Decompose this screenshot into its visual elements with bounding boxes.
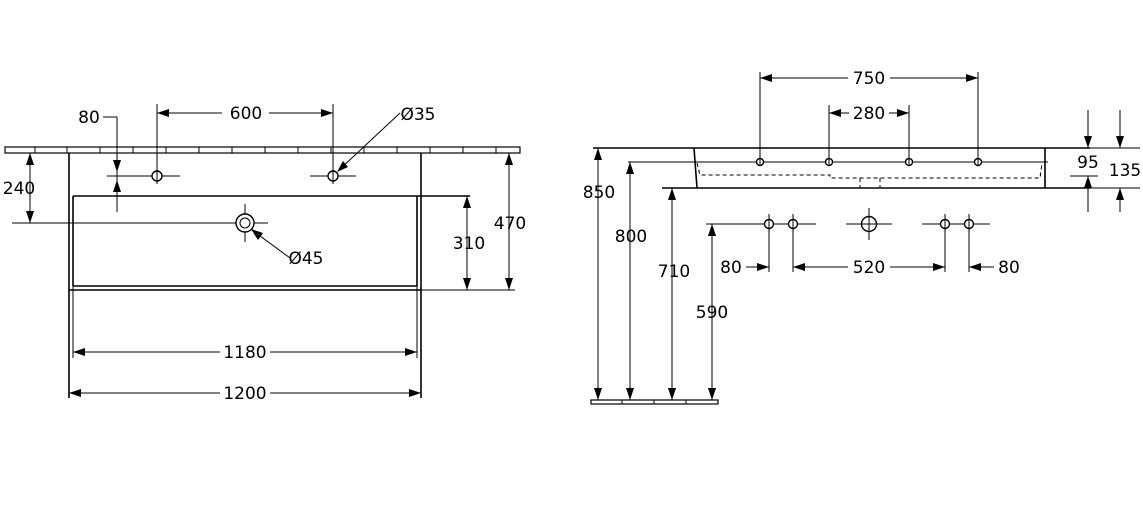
label-fixing-right: 80 <box>998 258 1020 278</box>
label-overall-height: 470 <box>494 214 526 234</box>
waste-hole <box>12 204 268 242</box>
dim-outer-tap-spacing: 750 <box>759 69 979 158</box>
label-overall-width: 1200 <box>223 384 266 404</box>
label-underside-height: 710 <box>658 262 690 282</box>
dim-inner-tap-spacing: 280 <box>828 104 910 158</box>
side-view: 750 280 95 135 <box>583 69 1141 405</box>
label-tap-hole: Ø35 <box>400 105 435 125</box>
label-under-rim-height: 800 <box>615 227 647 247</box>
wall-strip <box>4 146 521 154</box>
dim-tap-hole: Ø35 <box>337 105 436 172</box>
label-top-height: 850 <box>583 183 615 203</box>
label-fixing-middle: 520 <box>853 258 885 278</box>
tap-holes-profile <box>755 157 983 167</box>
tap-hole-left <box>107 168 180 184</box>
dim-inner-width: 1180 <box>72 286 418 363</box>
label-tap-spacing: 600 <box>230 104 262 124</box>
fixing-points <box>706 208 990 240</box>
tap-hole-right <box>310 168 356 184</box>
label-outer-tap-spacing: 750 <box>853 69 885 89</box>
label-bowl-depth: 310 <box>453 234 485 254</box>
dim-overall-width: 1200 <box>69 384 421 404</box>
front-view: 600 80 Ø35 Ø45 240 <box>3 104 526 404</box>
label-waste-hole: Ø45 <box>288 249 323 269</box>
label-inner-width: 1180 <box>223 343 266 363</box>
dim-fixing-spacing: 80 520 80 <box>720 232 1020 278</box>
dim-total-thickness: 135 <box>1090 110 1141 212</box>
dim-rim-height: 95 <box>1070 110 1099 212</box>
label-tap-offset: 80 <box>78 108 100 128</box>
dim-wall-to-top: 240 <box>3 153 35 223</box>
dim-tap-offset: 80 <box>78 108 121 212</box>
dim-tap-spacing: 600 <box>156 104 334 170</box>
label-wall-to-top: 240 <box>3 179 35 199</box>
label-total-thickness: 135 <box>1109 161 1141 181</box>
label-rim-height: 95 <box>1077 153 1099 173</box>
dim-bowl-depth: 310 <box>421 196 485 291</box>
label-fixing-height: 590 <box>696 303 728 323</box>
dim-underside-height: 710 <box>658 188 690 400</box>
dim-fixing-height: 590 <box>696 224 728 400</box>
basin-profile <box>593 147 1090 189</box>
dim-top-height: 850 <box>583 148 615 400</box>
label-fixing-left: 80 <box>720 258 742 278</box>
dim-overall-height: 470 <box>473 153 526 291</box>
basin-outline <box>68 153 470 398</box>
dim-under-rim-height: 800 <box>615 162 647 400</box>
dim-waste-hole: Ø45 <box>251 229 324 269</box>
floor-strip <box>590 399 719 405</box>
label-inner-tap-spacing: 280 <box>853 104 885 124</box>
